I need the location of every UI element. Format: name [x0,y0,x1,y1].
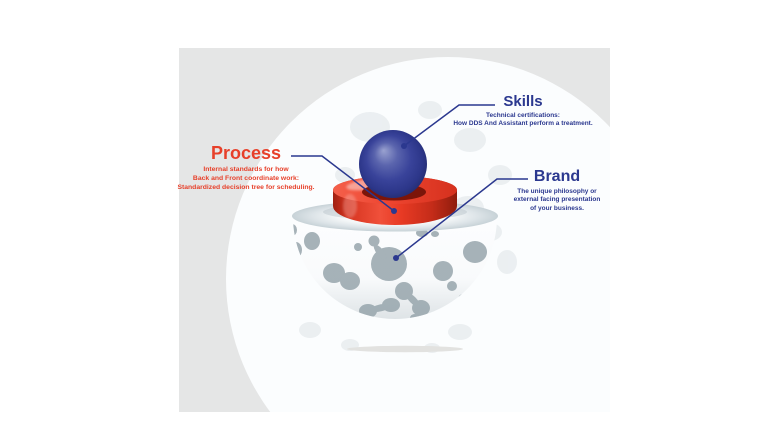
brand-description: The unique philosophy or external facing… [514,188,601,213]
skills-label: Skills Technical certifications: How DDS… [453,94,592,128]
skills-title: Skills [503,93,543,110]
process-leader-line [291,155,395,212]
leader-lines [291,104,528,259]
process-dot [391,208,397,214]
ring-side-gloss [343,194,357,218]
brand-line-2: external facing presentation [513,196,601,204]
brand-leader-line [395,178,528,259]
skills-description: Technical certifications: How DDS And As… [453,112,592,129]
process-label: Process Internal standards for how Back … [177,144,314,192]
brand-label: Brand The unique philosophy or external … [514,168,601,213]
ball-shadow [347,345,463,353]
skills-leader-line [403,104,495,147]
faint-dimples [299,101,517,353]
brand-title: Brand [533,168,581,185]
skills-line-2: How DDS And Assistant perform a treatmen… [453,120,593,128]
process-line-1: Internal standards for how [203,165,289,173]
brand-line-3: of your business. [530,204,584,212]
process-title: Process [210,143,282,163]
skills-sphere [359,130,427,198]
skills-line-1: Technical certifications: [486,111,560,119]
leader-dots [391,143,407,261]
process-description: Internal standards for how Back and Fron… [177,165,314,192]
brand-line-1: The unique philosophy or [517,187,597,195]
brand-dot [393,255,399,261]
skills-dot [401,143,407,149]
process-line-3: Standardized decision tree for schedulin… [177,183,315,191]
process-line-2: Back and Front coordinate work: [192,174,300,182]
